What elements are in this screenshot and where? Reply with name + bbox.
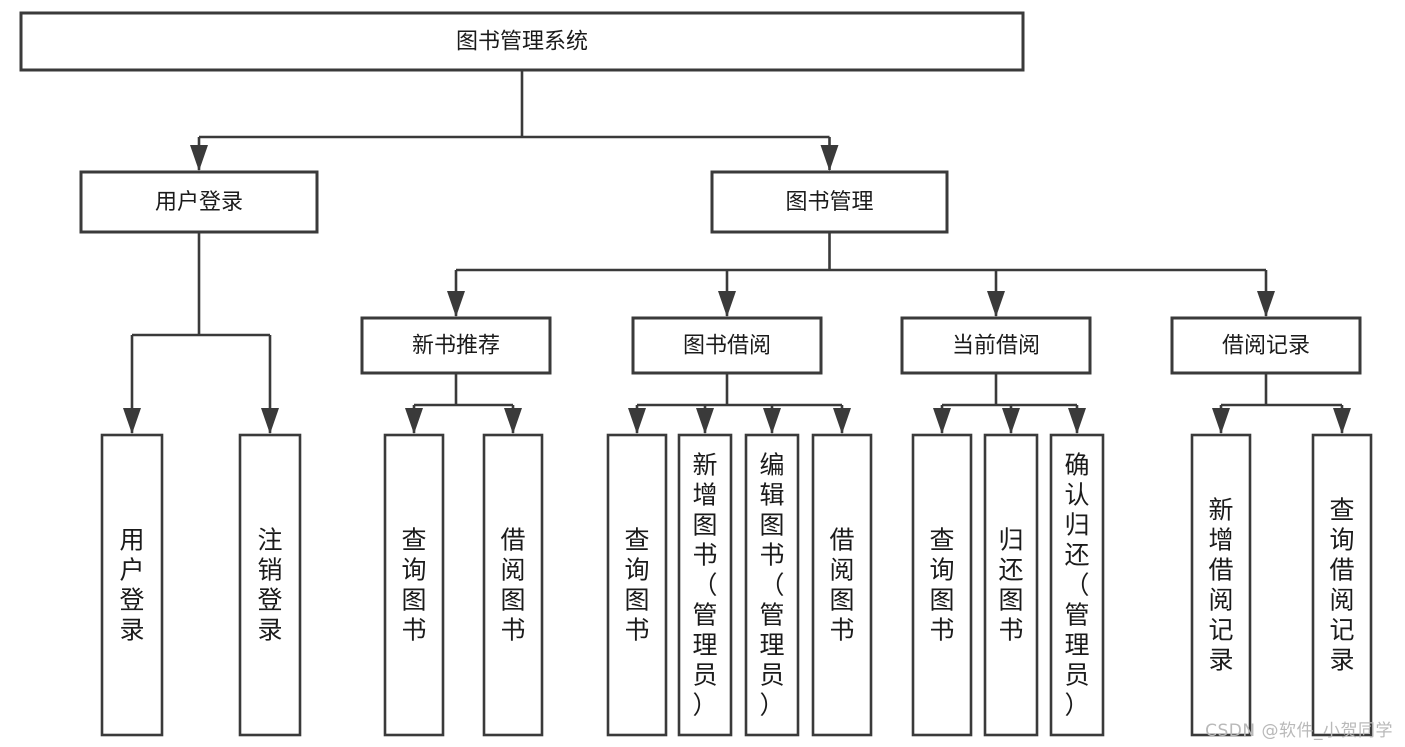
arrowhead-icon-book-borrow-0 [628, 408, 646, 434]
node-leaf-edit-book[interactable]: 编辑图书（管理员） [744, 433, 800, 737]
arrowhead-icon-ul-0 [123, 408, 141, 434]
node-box-leaf-borrow-book-1[interactable] [482, 433, 544, 737]
node-label-leaf-query-book-2: 查询图书 [624, 525, 649, 644]
node-box-leaf-confirm-return[interactable] [1049, 433, 1105, 737]
node-label-leaf-logout: 注销登录 [257, 525, 282, 644]
arrowhead-icon-current-borrow-1 [1002, 408, 1020, 434]
node-box-leaf-user-login[interactable] [100, 433, 164, 737]
arrowhead-icon-new-book-rec-0 [405, 408, 423, 434]
arrowhead-icon-root-1 [820, 145, 839, 171]
node-label-leaf-return-book: 归还图书 [998, 525, 1023, 644]
node-label-leaf-query-book-3: 查询图书 [929, 525, 954, 644]
arrowhead-icon-root-0 [190, 145, 208, 171]
arrowhead-icon-current-borrow-0 [933, 408, 951, 434]
node-label-root: 图书管理系统 [456, 30, 588, 55]
node-box-leaf-add-book[interactable] [677, 433, 733, 737]
node-box-root[interactable] [19, 11, 1025, 72]
node-leaf-add-book[interactable]: 新增图书（管理员） [677, 433, 733, 737]
arrowhead-icon-current-borrow-2 [1068, 408, 1086, 434]
node-label-user-login: 用户登录 [155, 190, 243, 215]
node-borrow-record[interactable]: 借阅记录 [1170, 316, 1362, 375]
arrowhead-icon-l3-0 [447, 291, 465, 317]
node-label-leaf-add-record: 新增借阅记录 [1208, 495, 1233, 674]
node-box-book-manage[interactable] [710, 170, 949, 234]
node-box-borrow-record[interactable] [1170, 316, 1362, 375]
node-label-leaf-borrow-book-2: 借阅图书 [829, 525, 854, 644]
arrowhead-icon-book-borrow-2 [763, 408, 781, 434]
node-box-leaf-logout[interactable] [238, 433, 302, 737]
node-leaf-query-record[interactable]: 查询借阅记录 [1311, 433, 1373, 737]
node-box-leaf-borrow-book-2[interactable] [811, 433, 873, 737]
arrowhead-icon-ul-1 [261, 408, 279, 434]
node-layer: 图书管理系统用户登录图书管理新书推荐图书借阅当前借阅借阅记录用户登录注销登录查询… [19, 11, 1373, 737]
arrowhead-icon-l3-1 [718, 291, 736, 317]
arrowhead-icon-l3-3 [1257, 291, 1275, 317]
arrowhead-icon-book-borrow-1 [696, 408, 714, 434]
csdn-watermark: CSDN @软件_小贺同学 [1205, 721, 1393, 741]
node-label-leaf-edit-book: 编辑图书（管理员） [759, 450, 784, 719]
node-label-leaf-add-book: 新增图书（管理员） [692, 450, 717, 719]
node-label-borrow-record: 借阅记录 [1222, 334, 1310, 359]
node-label-current-borrow: 当前借阅 [952, 334, 1040, 359]
node-current-borrow[interactable]: 当前借阅 [900, 316, 1092, 375]
node-box-leaf-add-record[interactable] [1190, 433, 1252, 737]
node-new-book-rec[interactable]: 新书推荐 [360, 316, 552, 375]
node-box-user-login[interactable] [79, 170, 319, 234]
node-leaf-logout[interactable]: 注销登录 [238, 433, 302, 737]
node-leaf-query-book-2[interactable]: 查询图书 [606, 433, 668, 737]
node-box-leaf-query-book-1[interactable] [383, 433, 445, 737]
node-leaf-user-login[interactable]: 用户登录 [100, 433, 164, 737]
arrowhead-icon-borrow-record-1 [1333, 408, 1351, 434]
node-leaf-borrow-book-1[interactable]: 借阅图书 [482, 433, 544, 737]
node-box-current-borrow[interactable] [900, 316, 1092, 375]
node-box-leaf-query-record[interactable] [1311, 433, 1373, 737]
node-label-book-borrow: 图书借阅 [683, 334, 771, 359]
node-box-new-book-rec[interactable] [360, 316, 552, 375]
node-leaf-borrow-book-2[interactable]: 借阅图书 [811, 433, 873, 737]
node-label-leaf-borrow-book-1: 借阅图书 [500, 525, 525, 644]
node-leaf-add-record[interactable]: 新增借阅记录 [1190, 433, 1252, 737]
arrowhead-icon-l3-2 [987, 291, 1005, 317]
node-box-book-borrow[interactable] [631, 316, 823, 375]
node-leaf-query-book-3[interactable]: 查询图书 [911, 433, 973, 737]
node-book-manage[interactable]: 图书管理 [710, 170, 949, 234]
node-leaf-query-book-1[interactable]: 查询图书 [383, 433, 445, 737]
node-box-leaf-query-book-2[interactable] [606, 433, 668, 737]
node-book-borrow[interactable]: 图书借阅 [631, 316, 823, 375]
node-root[interactable]: 图书管理系统 [19, 11, 1025, 72]
node-box-leaf-query-book-3[interactable] [911, 433, 973, 737]
node-label-leaf-user-login: 用户登录 [119, 525, 144, 644]
arrowhead-icon-borrow-record-0 [1212, 408, 1230, 434]
node-label-new-book-rec: 新书推荐 [412, 334, 500, 359]
arrowhead-icon-new-book-rec-1 [504, 408, 522, 434]
arrowhead-icon-book-borrow-3 [833, 408, 851, 434]
connector-layer [123, 70, 1351, 434]
node-label-leaf-query-book-1: 查询图书 [401, 525, 426, 644]
node-box-leaf-edit-book[interactable] [744, 433, 800, 737]
node-label-leaf-query-record: 查询借阅记录 [1329, 495, 1354, 674]
node-box-leaf-return-book[interactable] [983, 433, 1039, 737]
node-user-login[interactable]: 用户登录 [79, 170, 319, 234]
node-label-leaf-confirm-return: 确认归还（管理员） [1064, 450, 1089, 719]
node-label-book-manage: 图书管理 [785, 190, 873, 215]
node-leaf-confirm-return[interactable]: 确认归还（管理员） [1049, 433, 1105, 737]
node-leaf-return-book[interactable]: 归还图书 [983, 433, 1039, 737]
